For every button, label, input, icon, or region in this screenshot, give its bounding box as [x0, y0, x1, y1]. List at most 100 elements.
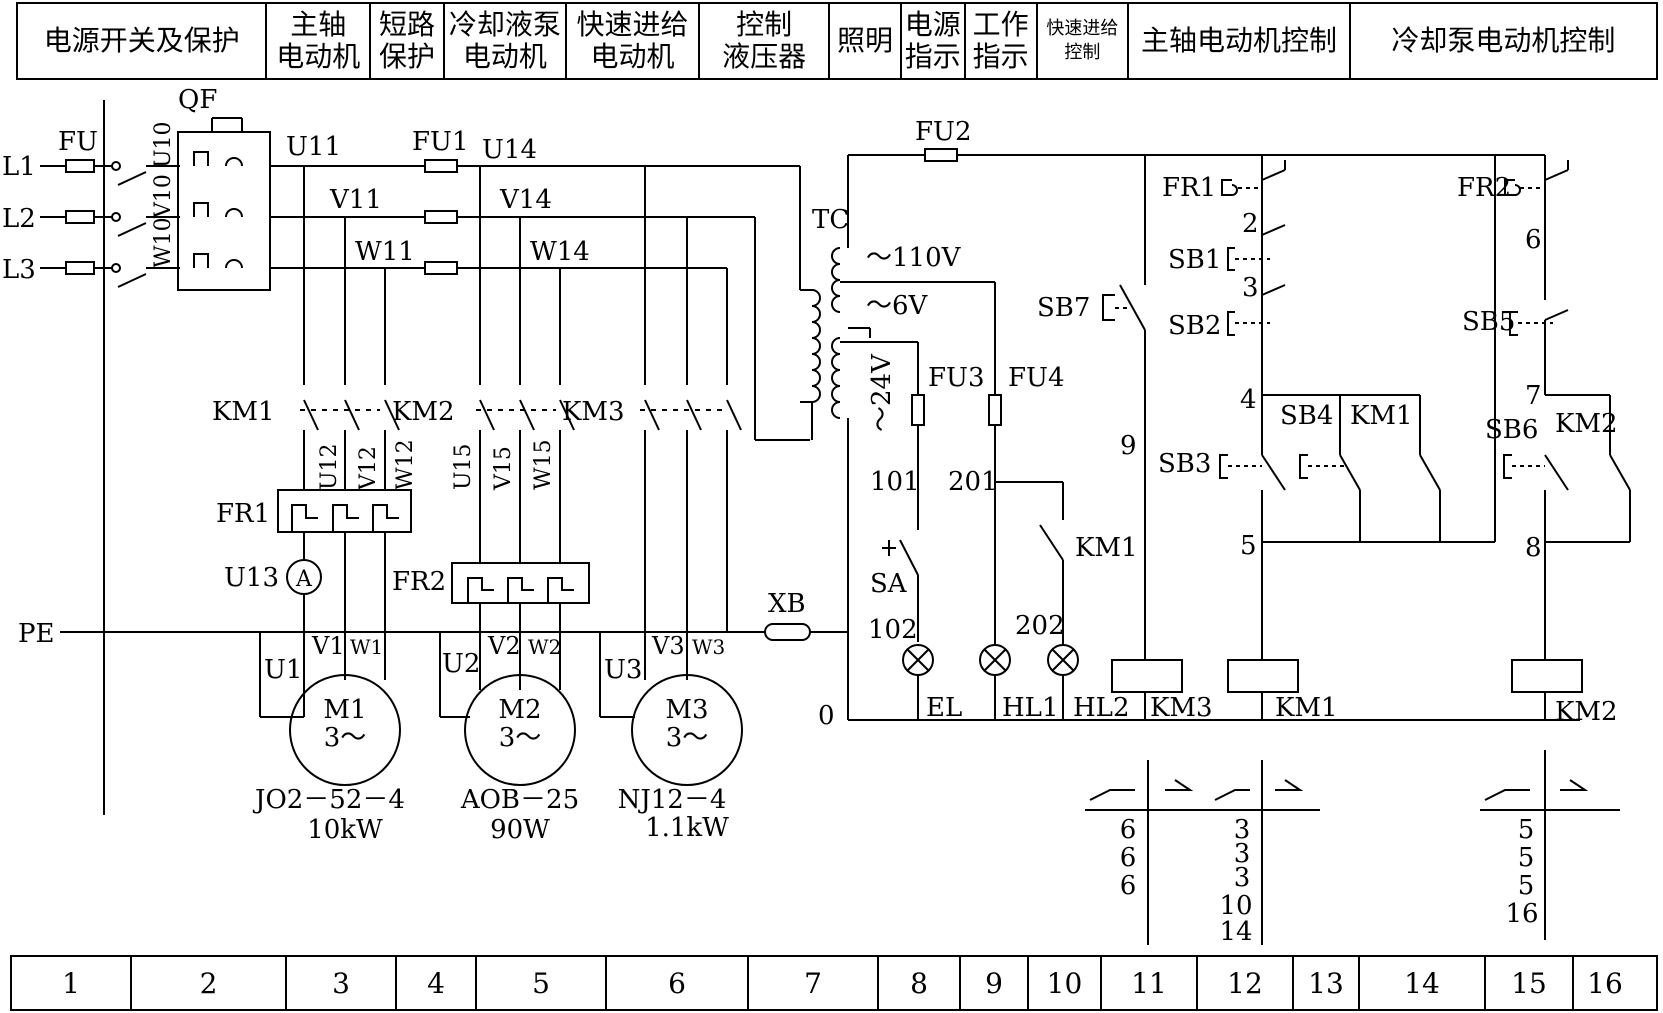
header-cell-power-indicator: 电源 指示 — [902, 4, 966, 78]
contact-table-2-row-3: 3 — [1234, 863, 1251, 893]
label-110v: ～110V — [866, 243, 962, 273]
motor-m1-power: 10kW — [307, 815, 383, 845]
label-6v: ～6V — [866, 291, 929, 321]
label-tc: TC — [812, 205, 849, 235]
header-cell-coolant-pump-motor: 冷却液泵 电动机 — [445, 4, 567, 78]
label-u2: U2 — [442, 649, 480, 679]
zone-2: 2 — [132, 957, 287, 1009]
motor-m3-name: M3 — [665, 695, 708, 725]
label-u10: U10 — [151, 121, 176, 168]
zone-9: 9 — [961, 957, 1029, 1009]
label-sb6: SB6 — [1485, 415, 1538, 445]
contact-table-3-row-2: 5 — [1518, 843, 1535, 873]
label-km1-aux: KM1 — [1350, 401, 1413, 431]
zone-15: 15 — [1486, 957, 1574, 1009]
label-u14: U14 — [482, 135, 537, 165]
label-u13: U13 — [224, 563, 279, 593]
header-cell-spindle-control: 主轴电动机控制 — [1129, 4, 1351, 78]
label-v3: V3 — [651, 632, 685, 660]
label-3: 3 — [1242, 273, 1259, 303]
label-fr2-control: FR2 — [1457, 173, 1511, 203]
header-cell-work-indicator: 工作 指示 — [966, 4, 1038, 78]
label-u12: U12 — [317, 443, 342, 490]
label-101: 101 — [870, 467, 920, 497]
motor-m2-phase: 3～ — [499, 723, 542, 753]
label-l3: L3 — [2, 255, 36, 285]
label-9: 9 — [1120, 431, 1137, 461]
label-8: 8 — [1525, 533, 1542, 563]
label-coil-km2: KM2 — [1555, 697, 1618, 727]
label-qf: QF — [178, 85, 217, 115]
label-v15: V15 — [491, 446, 516, 491]
contact-table-3-row-3: 5 — [1518, 871, 1535, 901]
zone-11: 11 — [1102, 957, 1198, 1009]
motor-m1-name: M1 — [323, 695, 366, 725]
header-cell-control-transformer: 控制 液压器 — [700, 4, 831, 78]
label-v2: V2 — [487, 632, 521, 660]
label-4: 4 — [1240, 385, 1257, 415]
contact-table-3-row-1: 5 — [1518, 815, 1535, 845]
zone-3: 3 — [287, 957, 397, 1009]
label-24v: ～24V — [867, 353, 897, 432]
label-v10: V10 — [151, 174, 176, 219]
label-pe: PE — [18, 619, 54, 649]
label-v1: V1 — [311, 632, 345, 660]
label-u3: U3 — [604, 655, 642, 685]
header-cell-lighting: 照明 — [830, 4, 902, 78]
label-sb4: SB4 — [1280, 401, 1333, 431]
label-l2: L2 — [2, 204, 36, 234]
label-el: EL — [926, 693, 962, 723]
label-u15: U15 — [451, 443, 476, 490]
label-fu2: FU2 — [915, 117, 972, 147]
label-w10: W10 — [151, 217, 176, 268]
contact-table-2-row-2: 3 — [1234, 839, 1251, 869]
zone-10: 10 — [1029, 957, 1102, 1009]
motor-m1-phase: 3～ — [324, 723, 367, 753]
label-fr2: FR2 — [392, 567, 446, 597]
motor-m3-model: NJ12－4 — [618, 785, 727, 815]
label-201: 201 — [948, 467, 998, 497]
footer-zone-table: 1 2 3 4 5 6 7 8 9 10 11 12 13 14 15 16 — [10, 955, 1658, 1011]
label-2: 2 — [1242, 209, 1259, 239]
zone-7: 7 — [749, 957, 879, 1009]
contact-table-1-row-2: 6 — [1120, 843, 1137, 873]
label-fu3: FU3 — [928, 363, 985, 393]
contact-table-2-row-5: 14 — [1219, 917, 1252, 947]
label-sb3: SB3 — [1158, 449, 1211, 479]
label-sa: SA — [870, 569, 908, 599]
zone-13: 13 — [1294, 957, 1360, 1009]
label-km2-aux: KM2 — [1555, 409, 1618, 439]
motor-m1-model: JO2－52－4 — [252, 785, 405, 815]
label-102: 102 — [868, 615, 918, 645]
label-xb: XB — [768, 589, 806, 619]
ammeter-label: A — [295, 567, 313, 592]
label-hl1: HL1 — [1002, 693, 1058, 723]
label-u1: U1 — [264, 655, 302, 685]
motor-m3-phase: 3～ — [666, 723, 709, 753]
label-fu4: FU4 — [1008, 363, 1065, 393]
zone-5: 5 — [477, 957, 607, 1009]
label-l1: L1 — [2, 152, 36, 182]
label-w14: W14 — [530, 237, 590, 267]
contact-table-3-row-4: 16 — [1505, 899, 1538, 929]
contact-table-1-row-1: 6 — [1120, 815, 1137, 845]
label-fr1: FR1 — [216, 499, 270, 529]
label-km2: KM2 — [392, 397, 455, 427]
header-cell-rapid-feed-control: 快速进给 控制 — [1038, 4, 1130, 78]
label-5: 5 — [1240, 531, 1257, 561]
label-hl2: HL2 — [1073, 693, 1129, 723]
zone-12: 12 — [1198, 957, 1294, 1009]
label-w3: W3 — [692, 635, 725, 659]
label-u11: U11 — [286, 132, 341, 162]
label-km1: KM1 — [212, 397, 275, 427]
zone-6: 6 — [607, 957, 749, 1009]
zone-16: 16 — [1587, 966, 1623, 1000]
label-zero: 0 — [818, 701, 835, 731]
motor-m2-model: AOB－25 — [460, 785, 579, 815]
zone-4: 4 — [397, 957, 477, 1009]
contact-table-2-row-4: 10 — [1219, 891, 1252, 921]
header-cell-spindle-motor: 主轴 电动机 — [267, 4, 372, 78]
label-v12: V12 — [356, 446, 381, 491]
label-fr1-control: FR1 — [1162, 173, 1216, 203]
